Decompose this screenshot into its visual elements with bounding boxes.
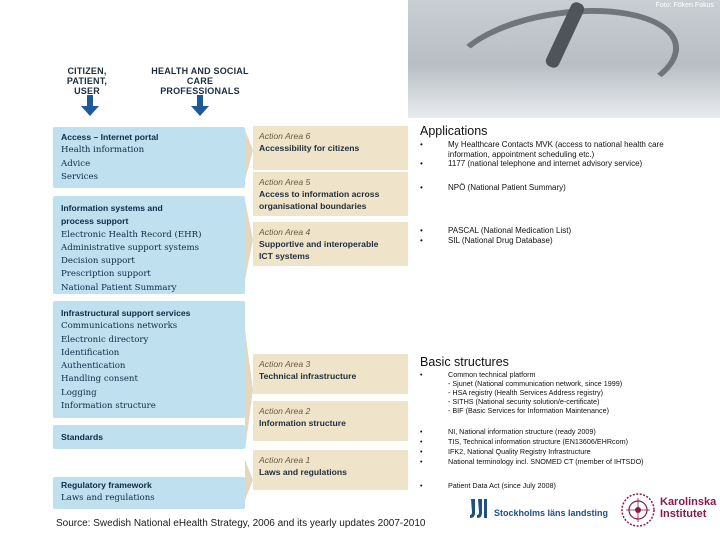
list-item-text: Patient Data Act (since July 2008): [448, 481, 556, 490]
sll-wordmark: Stockholms läns landsting: [494, 508, 609, 518]
block-line: Standards: [61, 432, 104, 442]
action-area-title: Action Area 6: [259, 131, 311, 141]
block-line: Information systems and: [61, 203, 163, 213]
block-line: Services: [61, 171, 98, 182]
bullet-icon: •: [420, 183, 423, 192]
ki-seal-icon: [621, 493, 655, 527]
list-item-text: Common technical platform - Sjunet (Nati…: [448, 370, 623, 415]
bullet-icon: •: [420, 447, 423, 456]
block-information-systems: Information systems and process support …: [53, 196, 245, 294]
block-infrastructural-services: Infrastructural support services Communi…: [53, 301, 245, 418]
connector-wedge: [245, 200, 253, 280]
top-label-citizen: CITIZEN, PATIENT, USER: [54, 66, 120, 96]
action-area-5: Action Area 5 Access to information acro…: [253, 172, 408, 216]
bullet-icon: •: [420, 437, 423, 446]
ki-wordmark-line: Institutet: [660, 508, 707, 520]
action-area-3: Action Area 3 Technical infrastructure: [253, 354, 408, 394]
header-photo: Foto: Föken Fokus: [408, 0, 720, 128]
bullet-icon: •: [420, 370, 423, 379]
bullet-icon: •: [420, 481, 423, 490]
action-area-title: Action Area 4: [259, 227, 311, 237]
top-label-line: HEALTH AND SOCIAL: [151, 66, 249, 76]
block-line: Administrative support systems: [61, 242, 200, 253]
block-line: Access – Internet portal: [61, 132, 159, 142]
block-line: Prescription support: [61, 269, 151, 280]
action-area-4: Action Area 4 Supportive and interoperab…: [253, 222, 408, 266]
list-item-text: National terminology incl. SNOMED CT (me…: [448, 457, 644, 466]
sll-logo: Stockholms läns landsting: [468, 497, 616, 523]
photo-credit: Foto: Föken Fokus: [655, 2, 714, 9]
action-area-subtitle: organisational boundaries: [259, 201, 367, 211]
block-line: Infrastructural support services: [61, 308, 191, 318]
block-line: Electronic Health Record (EHR): [61, 229, 202, 240]
block-regulatory-framework: Regulatory framework Laws and regulation…: [53, 477, 245, 509]
list-item-text: My Healthcare Contacts MVK (access to na…: [448, 140, 664, 159]
connector-wedge: [245, 460, 253, 500]
action-area-subtitle: ICT systems: [259, 251, 310, 261]
action-area-title: Action Area 1: [259, 455, 311, 465]
action-area-title: Action Area 3: [259, 359, 311, 369]
list-item-text: NI, National information structure (read…: [448, 427, 596, 436]
ki-logo: Karolinska Institutet: [620, 490, 716, 532]
connector-wedge: [245, 130, 253, 180]
action-area-subtitle: Information structure: [259, 418, 346, 428]
bullet-icon: •: [420, 140, 423, 149]
sll-emblem-icon: [470, 499, 487, 518]
block-line: Health information: [61, 145, 145, 156]
block-access-portal: Access – Internet portal Health informat…: [53, 127, 245, 188]
ki-wordmark: Karolinska Institutet: [660, 496, 716, 520]
list-item-text: TIS, Technical information structure (EN…: [448, 437, 629, 446]
bullet-icon: •: [420, 159, 423, 168]
block-line: Advice: [61, 158, 91, 169]
action-area-title: Action Area 2: [259, 406, 311, 416]
list-item-text: IFK2, National Quality Registry Infrastr…: [448, 447, 591, 456]
block-line: Electronic directory: [61, 334, 149, 345]
action-area-6: Action Area 6 Accessibility for citizens: [253, 126, 408, 170]
basic-structures-heading: Basic structures: [420, 355, 509, 369]
action-area-title: Action Area 5: [259, 177, 311, 187]
action-area-subtitle: Supportive and interoperable: [259, 239, 379, 249]
source-citation: Source: Swedish National eHealth Strateg…: [56, 518, 426, 529]
list-item-text: 1177 (national telephone and internet ad…: [448, 159, 643, 168]
block-line: Communications networks: [61, 321, 178, 332]
block-line: Identification: [61, 347, 120, 358]
action-area-subtitle: Accessibility for citizens: [259, 143, 360, 153]
top-label-line: PATIENT, USER: [66, 76, 108, 96]
block-line: Laws and regulations: [61, 493, 155, 504]
action-area-subtitle: Access to information across: [259, 189, 380, 199]
block-line: National Patient Summary: [61, 282, 177, 293]
action-area-2: Action Area 2 Information structure: [253, 401, 408, 441]
list-item-text: SIL (National Drug Database): [448, 236, 553, 245]
block-line: Handling consent: [61, 374, 138, 385]
bullet-icon: •: [420, 457, 423, 466]
connector-wedge: [245, 330, 253, 450]
list-item-text: NPÖ (National Patient Summary): [448, 183, 566, 192]
top-label-line: CARE PROFESSIONALS: [160, 76, 240, 96]
ki-wordmark-line: Karolinska: [660, 496, 717, 508]
bullet-icon: •: [420, 427, 423, 436]
action-area-subtitle: Technical infrastructure: [259, 371, 357, 381]
applications-heading: Applications: [420, 124, 488, 138]
top-label-line: CITIZEN,: [67, 66, 107, 76]
block-line: Decision support: [61, 256, 135, 267]
bullet-icon: •: [420, 236, 423, 245]
block-standards: Standards: [53, 425, 245, 449]
action-area-subtitle: Laws and regulations: [259, 467, 347, 477]
block-line: Authentication: [61, 361, 126, 372]
list-item-text: PASCAL (National Medication List): [448, 226, 572, 235]
action-area-1: Action Area 1 Laws and regulations: [253, 450, 408, 490]
bullet-icon: •: [420, 226, 423, 235]
top-label-professionals: HEALTH AND SOCIAL CARE PROFESSIONALS: [148, 66, 252, 96]
block-line: Logging: [61, 387, 97, 398]
block-line: Regulatory framework: [61, 480, 152, 490]
block-line: Information structure: [61, 401, 156, 412]
block-line: process support: [61, 216, 129, 227]
